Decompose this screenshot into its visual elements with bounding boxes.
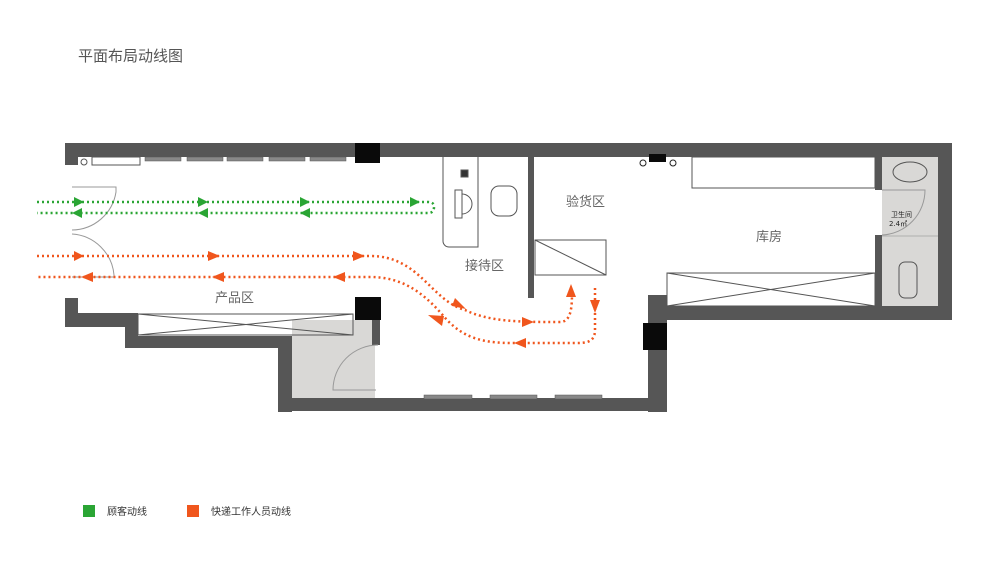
legend-label: 顾客动线 [107, 507, 147, 518]
customer-flow [37, 197, 436, 218]
columns [355, 143, 667, 350]
zone-label-bathroom: 卫生间 [891, 210, 912, 219]
walls [65, 143, 952, 412]
legend-swatch-green [83, 504, 95, 517]
legend-courier: 快递工作人员动线 [187, 503, 291, 518]
zone-label-product: 产品区 [215, 291, 254, 306]
bathroom-area: 2.4㎡ [889, 220, 907, 228]
legend-swatch-orange [187, 504, 199, 517]
zone-label-reception: 接待区 [465, 258, 504, 274]
bathroom-floor [882, 157, 938, 307]
windows [144, 156, 603, 400]
furniture [71, 156, 928, 391]
zone-label-inspection: 验货区 [566, 194, 605, 210]
legend-customer: 顾客动线 [83, 503, 147, 518]
legend-label: 快递工作人员动线 [211, 507, 291, 518]
zone-label-storage: 库房 [756, 229, 782, 245]
page-title: 平面布局动线图 [78, 47, 184, 65]
courier-flow [37, 251, 600, 348]
